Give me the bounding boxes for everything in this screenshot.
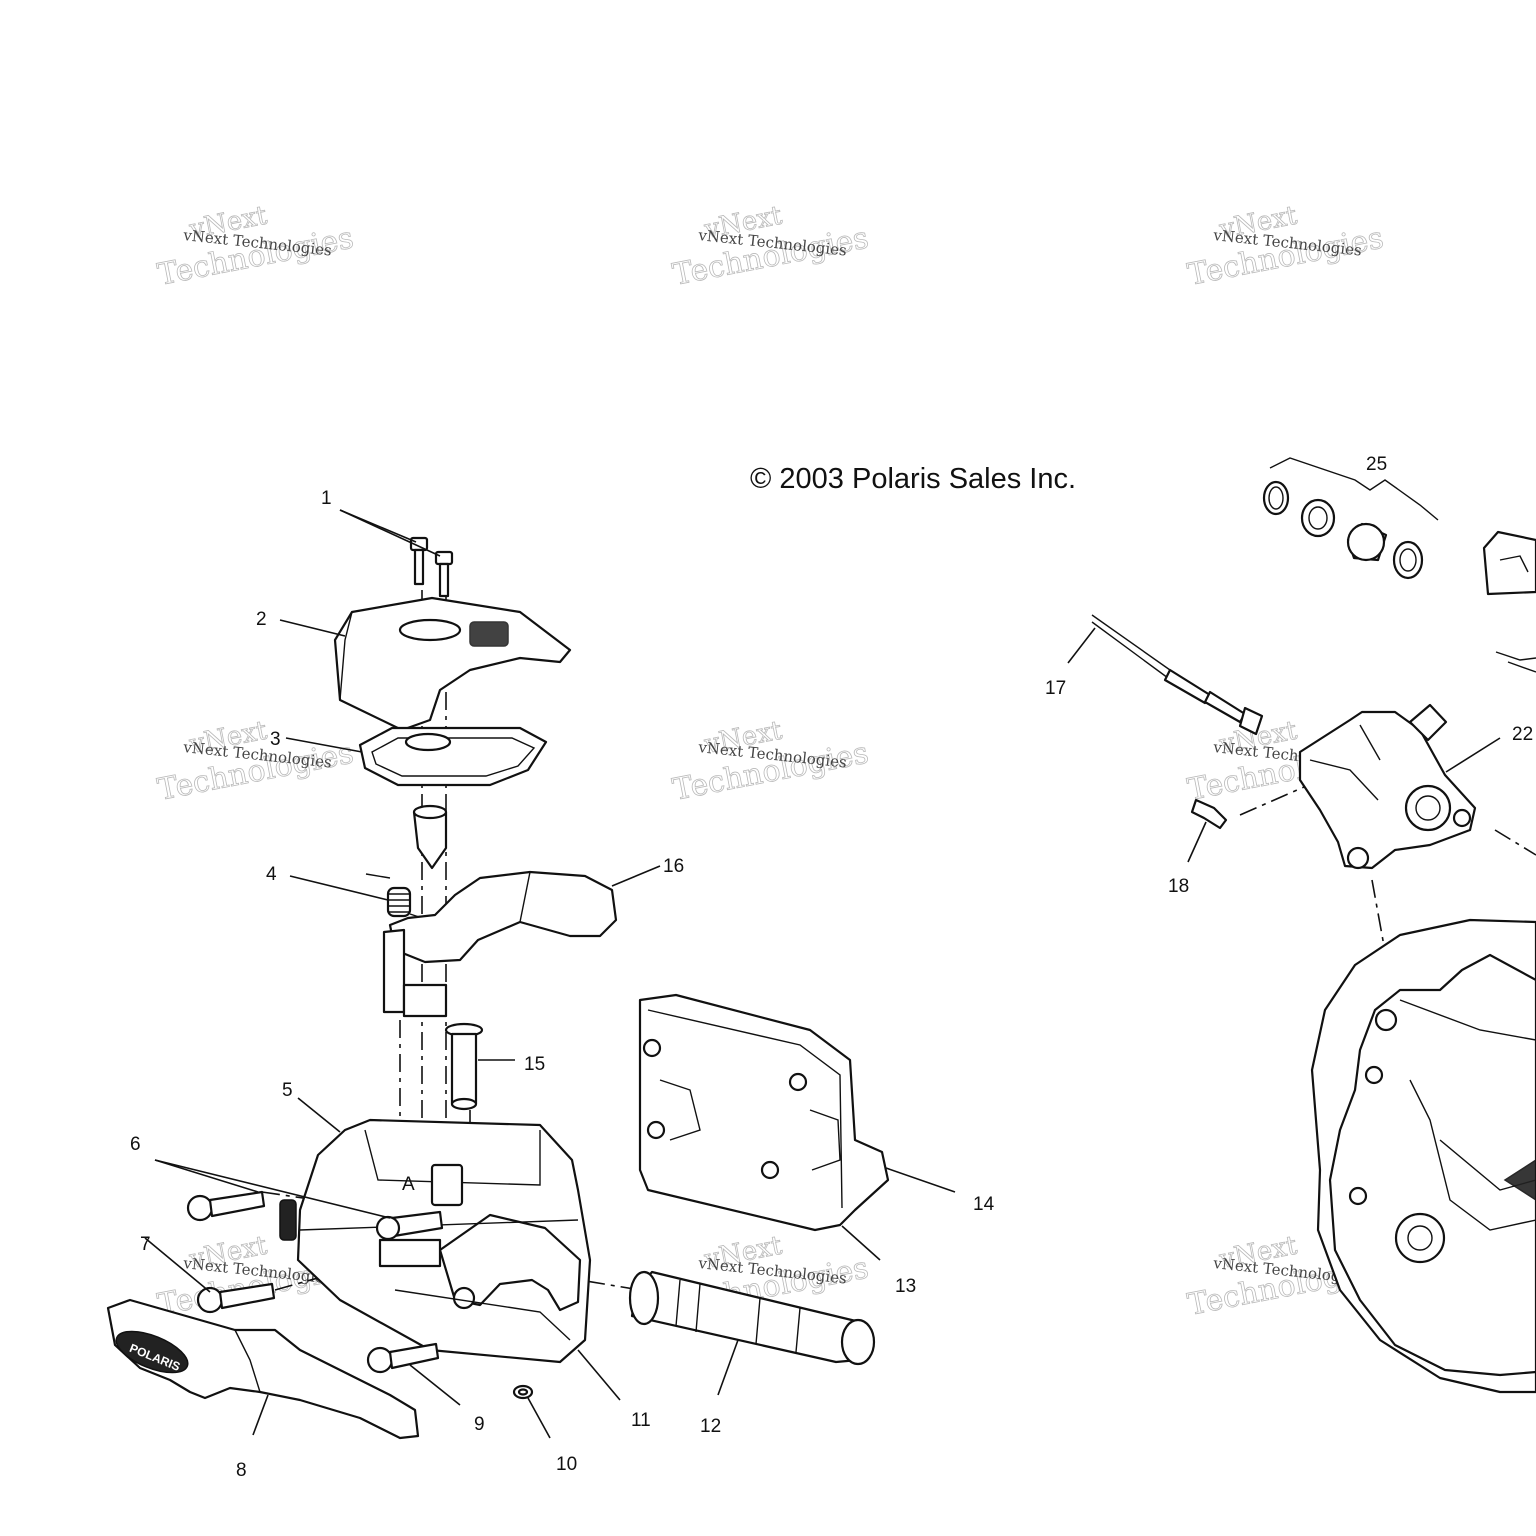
callout-1: 1 bbox=[321, 488, 332, 509]
part-10-washer bbox=[512, 1384, 534, 1400]
part-13-14-throttle-cover bbox=[638, 993, 890, 1232]
callout-22: 22 bbox=[1512, 724, 1533, 745]
brake-disc-chaincase bbox=[1310, 918, 1536, 1394]
callout-12: 12 bbox=[700, 1416, 721, 1437]
callout-10: 10 bbox=[556, 1454, 577, 1475]
callout-6: 6 bbox=[130, 1134, 141, 1155]
part-17-brake-line bbox=[1091, 614, 1264, 736]
callout-17: 17 bbox=[1045, 678, 1066, 699]
part-5-throttle-housing: A bbox=[279, 1118, 592, 1364]
callout-16: 16 bbox=[663, 856, 684, 877]
callout-labels: 1 2 3 4 5 6 7 8 9 10 11 12 13 14 15 16 1… bbox=[130, 454, 1533, 1481]
part-12-grip-sleeve bbox=[628, 1270, 876, 1366]
callout-2: 2 bbox=[256, 609, 267, 630]
callout-14: 14 bbox=[973, 1194, 995, 1215]
part-1-screws bbox=[409, 536, 454, 598]
part-15-pivot-pin bbox=[444, 1022, 484, 1111]
part-6-screw bbox=[186, 1190, 444, 1241]
part-9-screw bbox=[366, 1342, 440, 1374]
callout-11: 11 bbox=[631, 1410, 651, 1431]
part-2-reservoir-cover bbox=[333, 596, 572, 732]
leader-lines bbox=[144, 509, 1501, 1439]
copyright-notice: © 2003 Polaris Sales Inc. bbox=[750, 463, 1076, 495]
callout-18: 18 bbox=[1168, 876, 1189, 897]
part-7-screw bbox=[196, 1282, 276, 1314]
housing-mark-a: A bbox=[402, 1174, 415, 1195]
brake-pad bbox=[1482, 530, 1536, 596]
spring-clip bbox=[1495, 651, 1536, 673]
callout-3: 3 bbox=[270, 729, 281, 750]
callout-9: 9 bbox=[474, 1414, 485, 1435]
callout-8: 8 bbox=[236, 1460, 247, 1481]
callout-15: 15 bbox=[524, 1054, 545, 1075]
part-3-gasket bbox=[358, 726, 548, 787]
plunger bbox=[412, 804, 448, 870]
part-25-caliper-pistons bbox=[1262, 457, 1439, 580]
part-22-brake-caliper bbox=[1298, 703, 1477, 870]
part-18-bleeder bbox=[1190, 798, 1228, 830]
part-16-throttle-lever bbox=[382, 870, 618, 1018]
callout-5: 5 bbox=[282, 1080, 293, 1101]
callout-4: 4 bbox=[266, 864, 277, 885]
callout-13: 13 bbox=[895, 1276, 916, 1297]
callout-25: 25 bbox=[1366, 454, 1387, 475]
callout-7: 7 bbox=[140, 1234, 151, 1255]
part-8-brake-lever: POLARIS bbox=[106, 1298, 420, 1440]
